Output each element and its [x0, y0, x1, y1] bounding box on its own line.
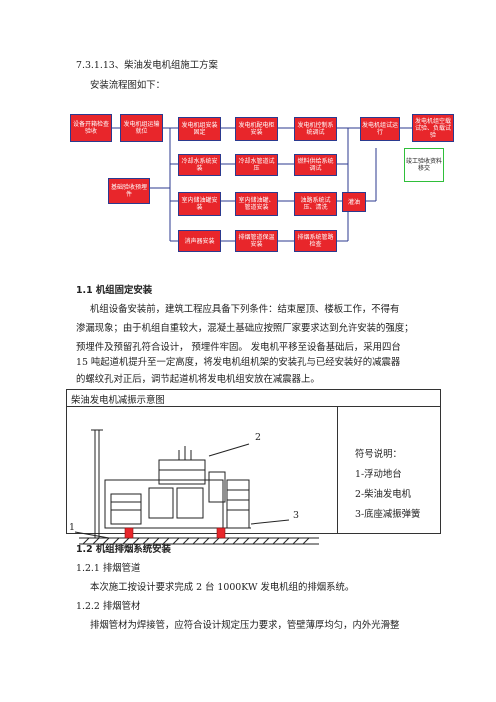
- callout-2: 2: [255, 432, 261, 443]
- section-intro: 安装流程图如下：: [90, 80, 166, 91]
- flow-box-control-test: 发电机控制系统调试: [294, 117, 337, 141]
- s11-heading: 1.1 机组固定安装: [76, 285, 153, 296]
- flow-box-inspection: 设备开箱检查验收: [70, 114, 112, 142]
- s122-heading: 1.2.2 排烟管材: [76, 601, 141, 612]
- s122-text: 排烟管材为焊接管，应符合设计规定压力要求，管壁薄厚均匀，内外光滑整: [90, 620, 400, 631]
- flow-box-trial-run: 发电机组试运行: [360, 117, 400, 141]
- flow-box-switchgear: 发电机配电柜安装: [235, 117, 278, 141]
- legend-title: 符号说明：: [355, 449, 402, 460]
- table-row-divider: [67, 406, 440, 407]
- generator-drawing: [74, 429, 319, 545]
- callout-1: 1: [69, 522, 75, 533]
- flowchart-connectors: [112, 127, 412, 242]
- table-col-divider: [337, 406, 338, 534]
- flow-box-muffler: 消声器安装: [178, 230, 221, 252]
- flow-box-pipe-pressure: 冷却水管道试压: [235, 154, 278, 176]
- flow-box-exhaust-insulation: 排烟管道保温安装: [235, 230, 278, 252]
- s11-line-5: 的螺纹孔对正后，调节起道机将发电机组安放在减震器上。: [76, 374, 320, 385]
- flow-box-fill-oil: 灌油: [342, 192, 366, 212]
- damping-diagram-table: 柴油发电机减振示意图 符号说明： 1-浮动地台 2-柴油发电机 3-底座减振弹簧: [66, 389, 441, 545]
- callout-3: 3: [293, 510, 299, 521]
- flow-box-fixing: 发电机组安装固定: [178, 117, 221, 141]
- s11-line-4: 15 吨起道机提升至一定高度，将发电机组机架的安装孔与已经安装好的减震器: [76, 357, 401, 368]
- legend-item-2: 2-柴油发电机: [355, 489, 412, 500]
- flow-box-load-test: 发电机组空载试验、负载试验: [412, 114, 454, 142]
- flow-box-oil-tank: 室内储油罐安装: [178, 192, 221, 216]
- s11-line-1: 机组设备安装前，建筑工程应具备下列条件：结束屋顶、楼板工作，不得有: [90, 304, 400, 315]
- flow-box-fuel-test: 燃料供给系统调试: [294, 154, 337, 176]
- flow-box-cooling: 冷却水系统安装: [178, 154, 221, 176]
- flow-box-handover: 竣工验收资料移交: [404, 148, 444, 182]
- table-caption: 柴油发电机减振示意图: [71, 395, 165, 406]
- s11-line-3: 预埋件及预留孔符合设计， 预埋件牢固。 发电机平移至设备基础后，采用四台: [76, 342, 401, 353]
- flow-box-exhaust-check: 排烟系统管路检查: [294, 230, 337, 252]
- legend-item-3: 3-底座减振弹簧: [355, 509, 421, 520]
- flow-box-oil-pipe: 室内储油罐、管道安装: [235, 192, 278, 216]
- s11-line-2: 渗漏现象；由于机组自重较大，混凝土基础应按照厂家要求达到允许安装的强度；: [76, 323, 414, 334]
- flow-box-oil-flush: 油路系统试压、清洗: [294, 192, 337, 216]
- flow-box-foundation: 基础验收预埋件: [108, 178, 150, 204]
- flow-box-transport: 发电机组运输就位: [120, 114, 163, 142]
- installation-flowchart: 设备开箱检查验收 发电机组运输就位 发电机组安装固定 发电机配电柜安装 发电机控…: [70, 108, 454, 270]
- s121-heading: 1.2.1 排烟管道: [76, 563, 141, 574]
- generator-damping-diagram: 2 3 1: [69, 410, 333, 546]
- legend-item-1: 1-浮动地台: [355, 469, 402, 480]
- section-heading: 7.3.1.13、柴油发电机组施工方案: [76, 60, 218, 71]
- s12-heading: 1.2 机组排烟系统安装: [76, 544, 171, 555]
- s121-text: 本次施工按设计要求完成 2 台 1000KW 发电机组的排烟系统。: [90, 582, 355, 593]
